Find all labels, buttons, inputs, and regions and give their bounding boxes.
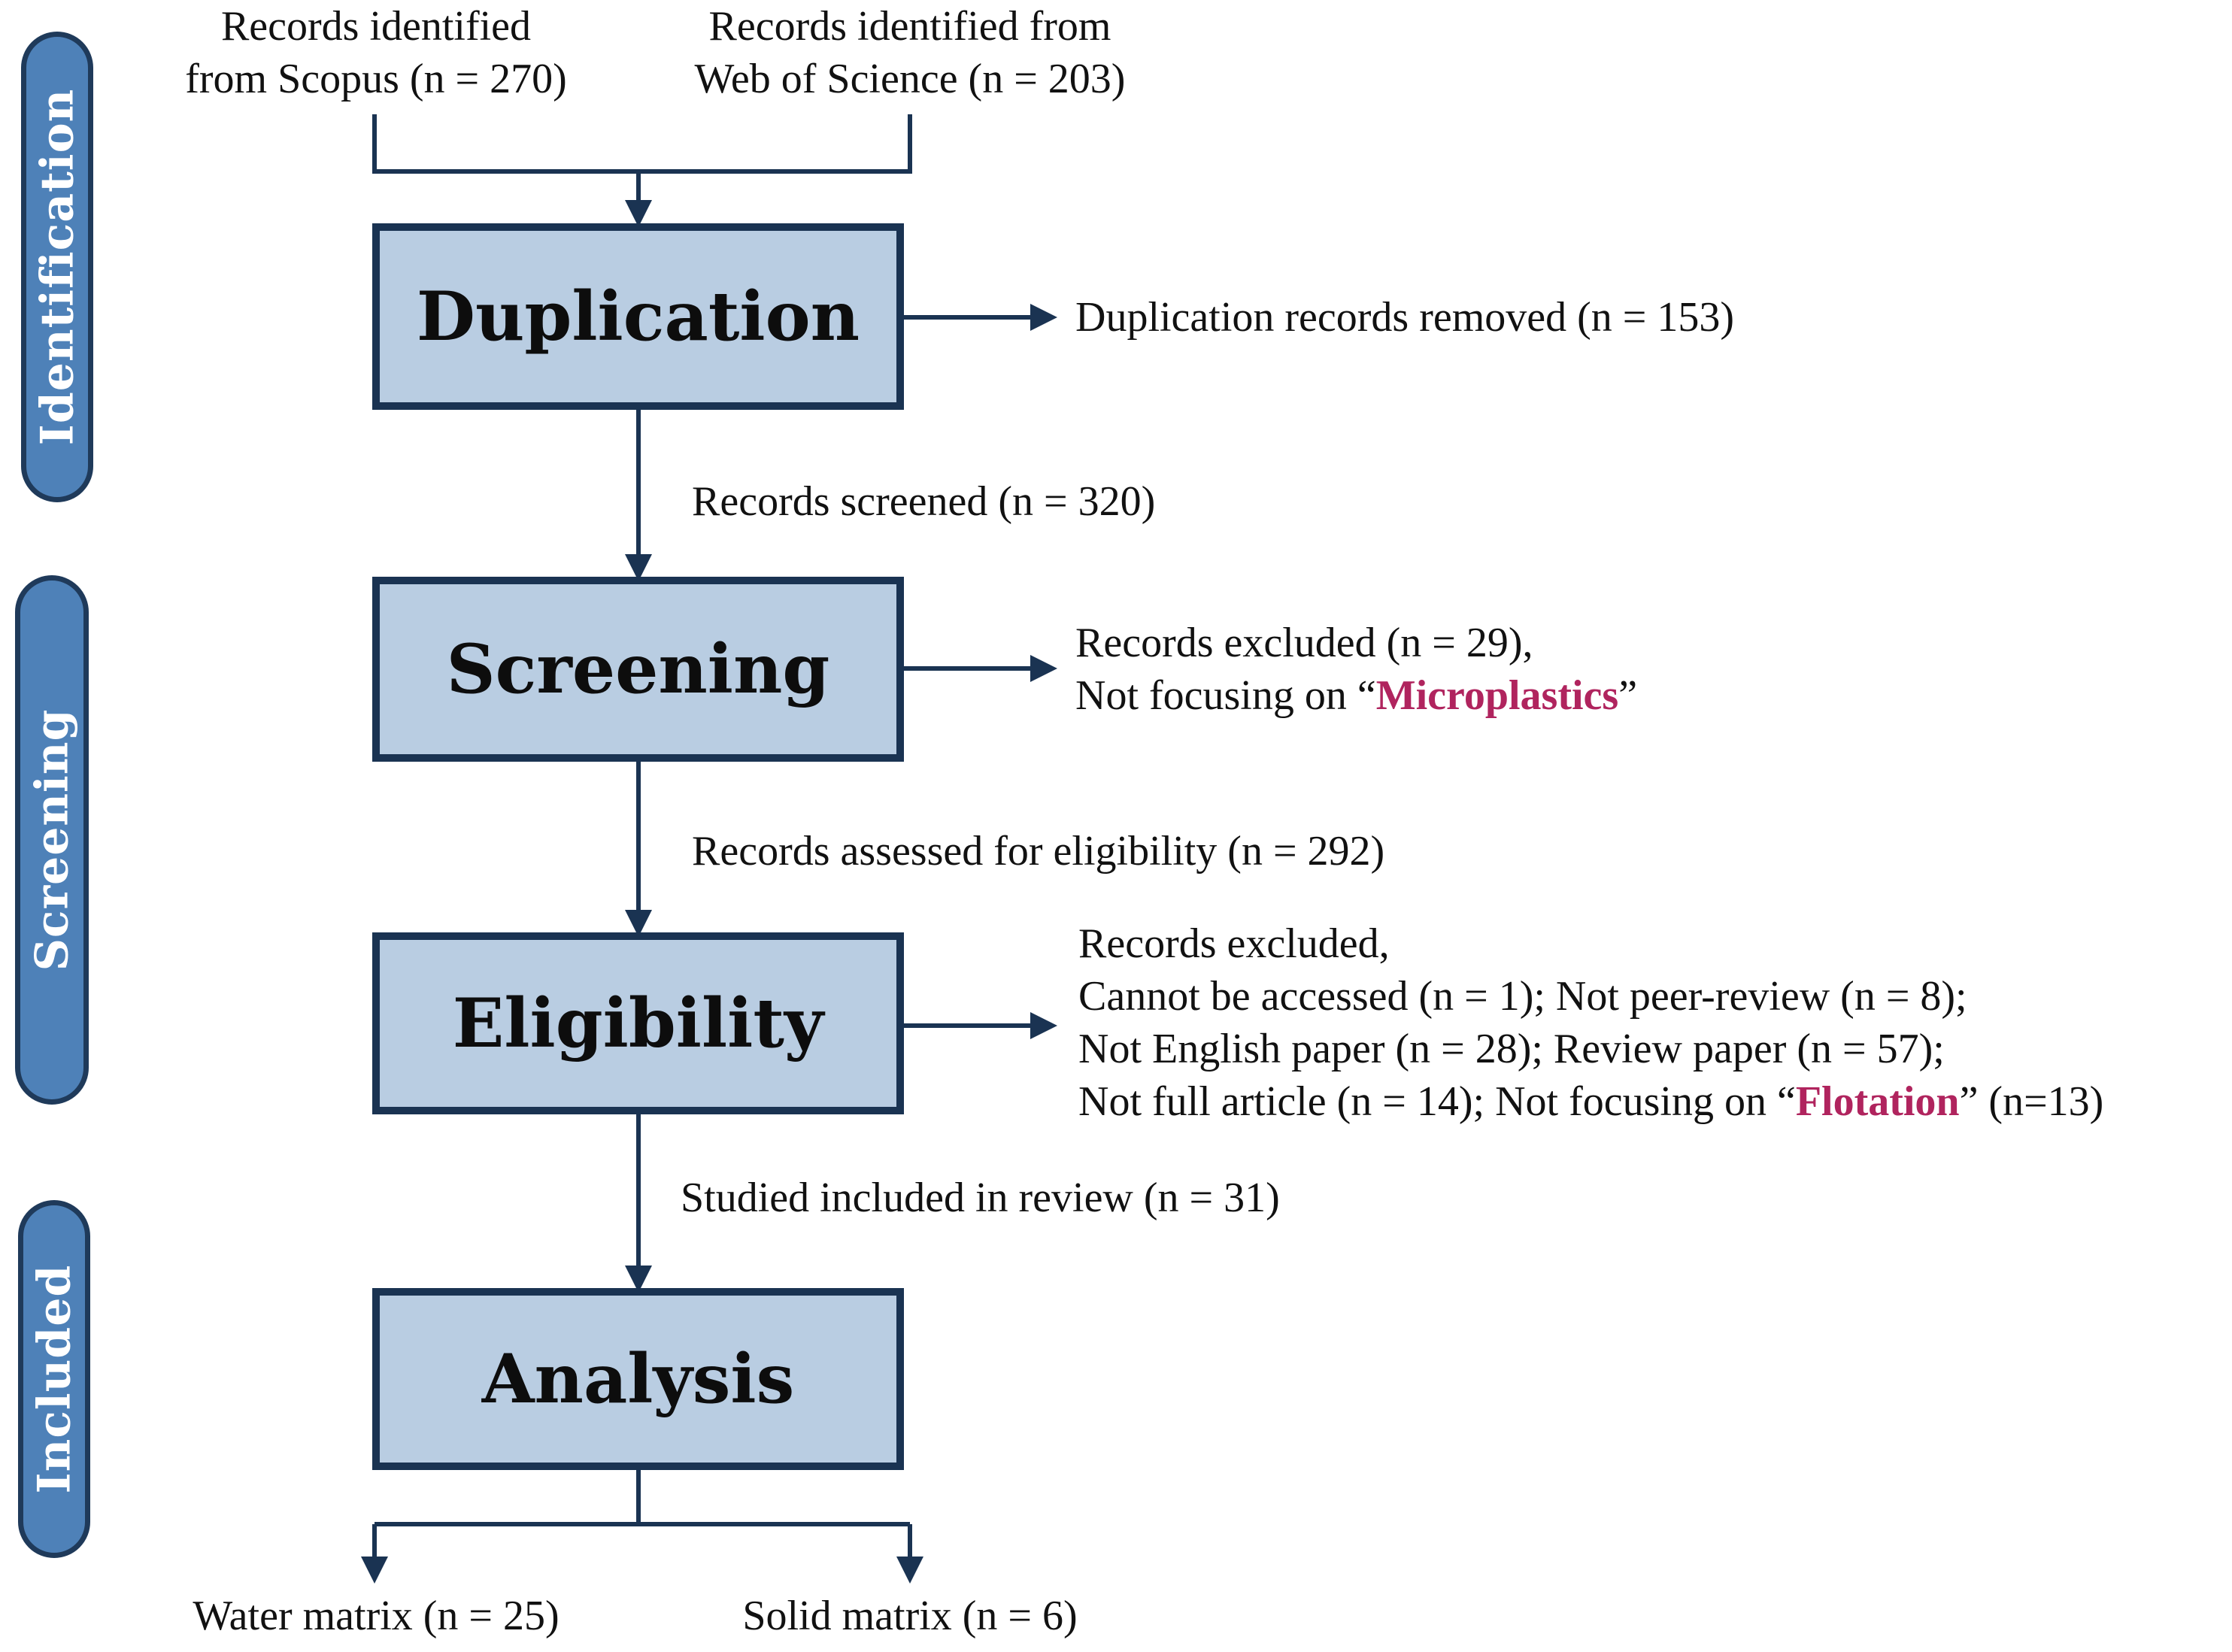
stage-screening: Screening	[15, 575, 89, 1105]
stage-identification-label: Identification	[31, 88, 83, 446]
box-duplication: Duplication	[372, 223, 904, 410]
note-screening-line2: Not focusing on “Microplastics”	[1075, 669, 1637, 722]
source-wos-line2: Web of Science (n = 203)	[694, 56, 1126, 102]
note-screening-line2-post: ”	[1618, 672, 1638, 719]
note-screening-line2-pre: Not focusing on “	[1075, 672, 1376, 719]
source-wos-line1: Records identified from	[708, 3, 1111, 50]
flow-label-included: Studied included in review (n = 31)	[681, 1175, 1280, 1221]
note-elig-line4: Not full article (n = 14); Not focusing …	[1078, 1075, 2103, 1128]
note-elig-line1: Records excluded,	[1078, 920, 1390, 967]
note-elig-line4-post: ” (n=13)	[1959, 1078, 2104, 1125]
source-scopus-line1: Records identified	[220, 3, 532, 50]
stage-identification: Identification	[21, 32, 93, 502]
source-scopus: Records identified from Scopus (n = 270)	[150, 0, 602, 105]
note-screening-line1: Records excluded (n = 29),	[1075, 620, 1533, 666]
note-screening-excluded: Records excluded (n = 29), Not focusing …	[1075, 617, 1637, 722]
stage-included: Included	[18, 1200, 90, 1558]
box-analysis-label: Analysis	[481, 1339, 795, 1419]
note-eligibility-excluded: Records excluded, Cannot be accessed (n …	[1078, 917, 2103, 1128]
highlight-flotation: Flotation	[1795, 1078, 1960, 1125]
output-water-matrix: Water matrix (n = 25)	[193, 1593, 560, 1639]
box-screening: Screening	[372, 577, 904, 762]
box-eligibility: Eligibility	[372, 932, 904, 1114]
flow-label-assessed: Records assessed for eligibility (n = 29…	[692, 828, 1385, 874]
note-elig-line2: Cannot be accessed (n = 1); Not peer-rev…	[1078, 973, 1967, 1020]
source-wos: Records identified from Web of Science (…	[662, 0, 1158, 105]
highlight-microplastics: Microplastics	[1375, 672, 1619, 719]
box-screening-label: Screening	[446, 629, 830, 709]
box-eligibility-label: Eligibility	[452, 984, 824, 1063]
box-analysis: Analysis	[372, 1288, 904, 1470]
flow-label-screened: Records screened (n = 320)	[692, 478, 1156, 525]
stage-screening-label: Screening	[26, 708, 79, 971]
note-duplication-removed: Duplication records removed (n = 153)	[1075, 294, 1734, 341]
stage-included-label: Included	[28, 1264, 80, 1494]
source-scopus-line2: from Scopus (n = 270)	[185, 56, 567, 102]
note-elig-line3: Not English paper (n = 28); Review paper…	[1078, 1026, 1945, 1072]
output-solid-matrix: Solid matrix (n = 6)	[742, 1593, 1078, 1639]
note-elig-line4-pre: Not full article (n = 14); Not focusing …	[1078, 1078, 1796, 1125]
box-duplication-label: Duplication	[416, 277, 860, 356]
analysis-split-line	[375, 1470, 910, 1526]
source-merge-line	[372, 114, 912, 174]
